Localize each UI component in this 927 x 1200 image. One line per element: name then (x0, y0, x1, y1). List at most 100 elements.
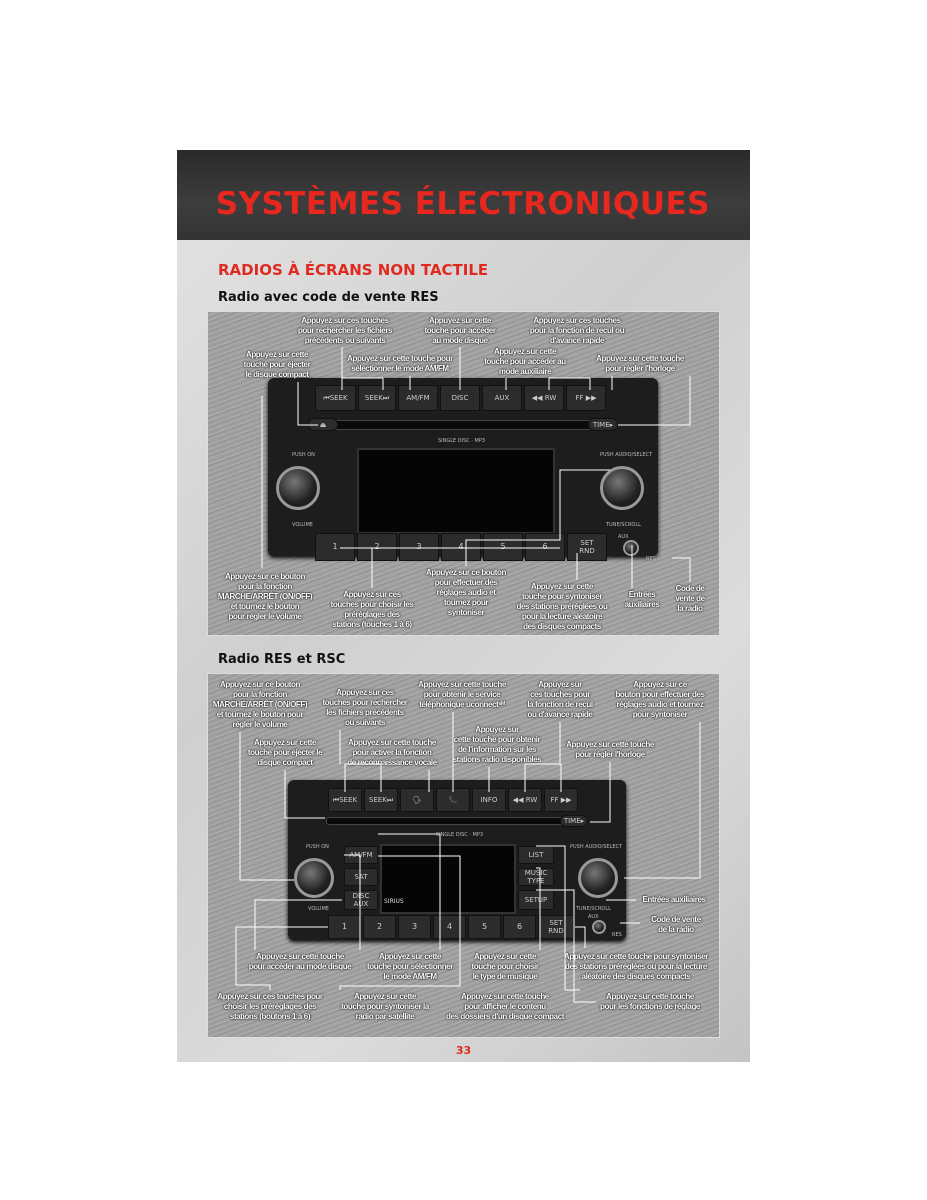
eject-button[interactable]: ⏏ (308, 418, 338, 431)
preset-2-button[interactable]: 2 (363, 915, 396, 939)
label-presets: Appuyez sur ces touches pour choisir les… (330, 590, 414, 629)
radio1-body: ⏮SEEK SEEK⏭ AM/FM DISC AUX ◀◀ RW FF ▶▶ ⏏… (268, 378, 658, 562)
label-setup: Appuyez sur cette touche pour les foncti… (600, 992, 700, 1011)
label-tune: Appuyez sur ce bouton pour effectuer des… (425, 568, 507, 617)
preset-5-button[interactable]: 5 (468, 915, 501, 939)
cd-slot (313, 420, 613, 430)
disc-button[interactable]: DISC (440, 385, 480, 411)
label-voice: Appuyez sur cette touche pour activer la… (347, 738, 437, 767)
label-res: Code de vente de la radio (675, 584, 705, 613)
time-button[interactable]: TIME▸ (560, 815, 588, 827)
label-setrnd: Appuyez sur cette touche pour syntoniser… (563, 952, 709, 981)
volume-knob[interactable] (294, 858, 334, 898)
aux-jack[interactable] (592, 920, 606, 934)
preset-1-button[interactable]: 1 (328, 915, 361, 939)
label-list: Appuyez sur cette touche pour afficher l… (445, 992, 565, 1021)
preset-2-button[interactable]: 2 (357, 533, 397, 561)
aux-label: AUX (618, 534, 629, 540)
label-time: Appuyez sur cette touche pour régler l'h… (596, 354, 684, 373)
label-music: Appuyez sur cette touche pour choisir le… (471, 952, 539, 981)
seek-back-button[interactable]: ⏮SEEK (328, 788, 362, 812)
sirius-logo: SIRIUS (384, 898, 404, 905)
setrnd-button[interactable]: SET RND (538, 915, 574, 939)
push-audio-label: PUSH AUDIO/SELECT (600, 452, 653, 458)
tune-knob[interactable] (578, 858, 618, 898)
label-discaux: Appuyez sur cette touche pour accéder au… (248, 952, 352, 971)
seek-forward-button[interactable]: SEEK⏭ (364, 788, 398, 812)
setup-button[interactable]: SETUP (518, 890, 554, 910)
preset-4-button[interactable]: 4 (441, 533, 481, 561)
section-title: RADIOS À ÉCRANS NON TACTILE (218, 261, 489, 279)
music-type-button[interactable]: MUSIC TYPE (518, 868, 554, 886)
radio2-body: ⏮SEEK SEEK⏭ 🗣 📞 INFO ◀◀ RW FF ▶▶ TIME▸ S… (288, 780, 626, 940)
label-disc: Appuyez sur cette touche pour accéder au… (424, 316, 496, 345)
volume-label: VOLUME (308, 906, 329, 912)
fast-forward-button[interactable]: FF ▶▶ (544, 788, 578, 812)
list-button[interactable]: LIST (518, 846, 554, 864)
label-auxin: Entrées auxiliaires (642, 895, 706, 904)
label-phone: Appuyez sur cette touche pour obtenir le… (418, 680, 506, 709)
setrnd-button[interactable]: SET RND (567, 533, 607, 561)
label-auxin: Entrées auxiliaires (624, 590, 660, 609)
label-rwff: Appuyez sur ces touches pour la fonction… (527, 680, 593, 719)
preset-6-button[interactable]: 6 (525, 533, 565, 561)
label-tune: Appuyez sur ce bouton pour effectuer des… (615, 680, 705, 719)
seek-back-button[interactable]: ⏮SEEK (315, 385, 356, 411)
label-time: Appuyez sur cette touche pour régler l'h… (566, 740, 654, 759)
push-on-label: PUSH ON (306, 844, 329, 850)
aux-button[interactable]: AUX (482, 385, 522, 411)
push-audio-label: PUSH AUDIO/SELECT (570, 844, 623, 850)
preset-5-button[interactable]: 5 (483, 533, 523, 561)
page-number: 33 (455, 1044, 472, 1057)
time-button[interactable]: TIME▸ (588, 418, 618, 431)
preset-4-button[interactable]: 4 (433, 915, 466, 939)
header-band (177, 150, 750, 240)
label-rwff: Appuyez sur ces touches pour la fonction… (529, 316, 625, 345)
res-label: RES (612, 932, 622, 938)
disc-label: SINGLE DISC · MP3 (438, 438, 486, 444)
volume-label: VOLUME (292, 522, 313, 528)
tune-label: TUNE/SCROLL (606, 522, 641, 528)
phone-button[interactable]: 📞 (436, 788, 470, 812)
sat-button[interactable]: SAT (344, 868, 378, 886)
preset-3-button[interactable]: 3 (399, 533, 439, 561)
amfm-button[interactable]: AM/FM (344, 846, 378, 864)
label-setrnd: Appuyez sur cette touche pour syntoniser… (516, 582, 608, 631)
seek-forward-button[interactable]: SEEK⏭ (358, 385, 396, 411)
amfm-button[interactable]: AM/FM (398, 385, 438, 411)
radio1-title: Radio avec code de vente RES (218, 290, 439, 305)
tune-label: TUNE/SCROLL (576, 906, 611, 912)
label-eject: Appuyez sur cette touche pour éjecter le… (243, 350, 311, 379)
fast-forward-button[interactable]: FF ▶▶ (566, 385, 606, 411)
label-sat: Appuyez sur cette touche pour syntoniser… (341, 992, 429, 1021)
label-amfm: Appuyez sur cette touche pour sélectionn… (367, 952, 453, 981)
disc-label: SINGLE DISC · MP3 (436, 832, 484, 838)
disc-aux-button[interactable]: DISC AUX (344, 890, 378, 910)
voice-button[interactable]: 🗣 (400, 788, 434, 812)
preset-1-button[interactable]: 1 (315, 533, 355, 561)
label-eject: Appuyez sur cette touche pour éjecter le… (247, 738, 323, 767)
rewind-button[interactable]: ◀◀ RW (508, 788, 542, 812)
label-res: Code de vente de la radio (651, 915, 701, 934)
aux-jack[interactable] (623, 540, 639, 556)
label-volume: Appuyez sur ce bouton pour la fonction M… (212, 680, 308, 729)
volume-knob[interactable] (276, 466, 320, 510)
info-button[interactable]: INFO (472, 788, 506, 812)
page-title: SYSTÈMES ÉLECTRONIQUES (215, 186, 710, 222)
label-presets: Appuyez sur ces touches pour choisir les… (217, 992, 323, 1021)
preset-3-button[interactable]: 3 (398, 915, 431, 939)
tune-knob[interactable] (600, 466, 644, 510)
res-label: RES (646, 556, 656, 562)
label-aux: Appuyez sur cette touche pour accéder au… (484, 347, 566, 376)
push-on-label: PUSH ON (292, 452, 315, 458)
label-seek: Appuyez sur ces touches pour rechercher … (297, 316, 393, 345)
label-amfm: Appuyez sur cette touche pour sélectionn… (347, 354, 453, 373)
cd-slot (326, 817, 586, 825)
display-screen (357, 448, 555, 534)
preset-6-button[interactable]: 6 (503, 915, 536, 939)
label-info: Appuyez sur cette touche pour obtenir de… (452, 725, 542, 764)
radio2-title: Radio RES et RSC (218, 652, 346, 667)
label-volume: Appuyez sur ce bouton pour la fonction M… (217, 572, 313, 621)
rewind-button[interactable]: ◀◀ RW (524, 385, 564, 411)
label-seek: Appuyez sur ces touches pour rechercher … (322, 688, 408, 727)
